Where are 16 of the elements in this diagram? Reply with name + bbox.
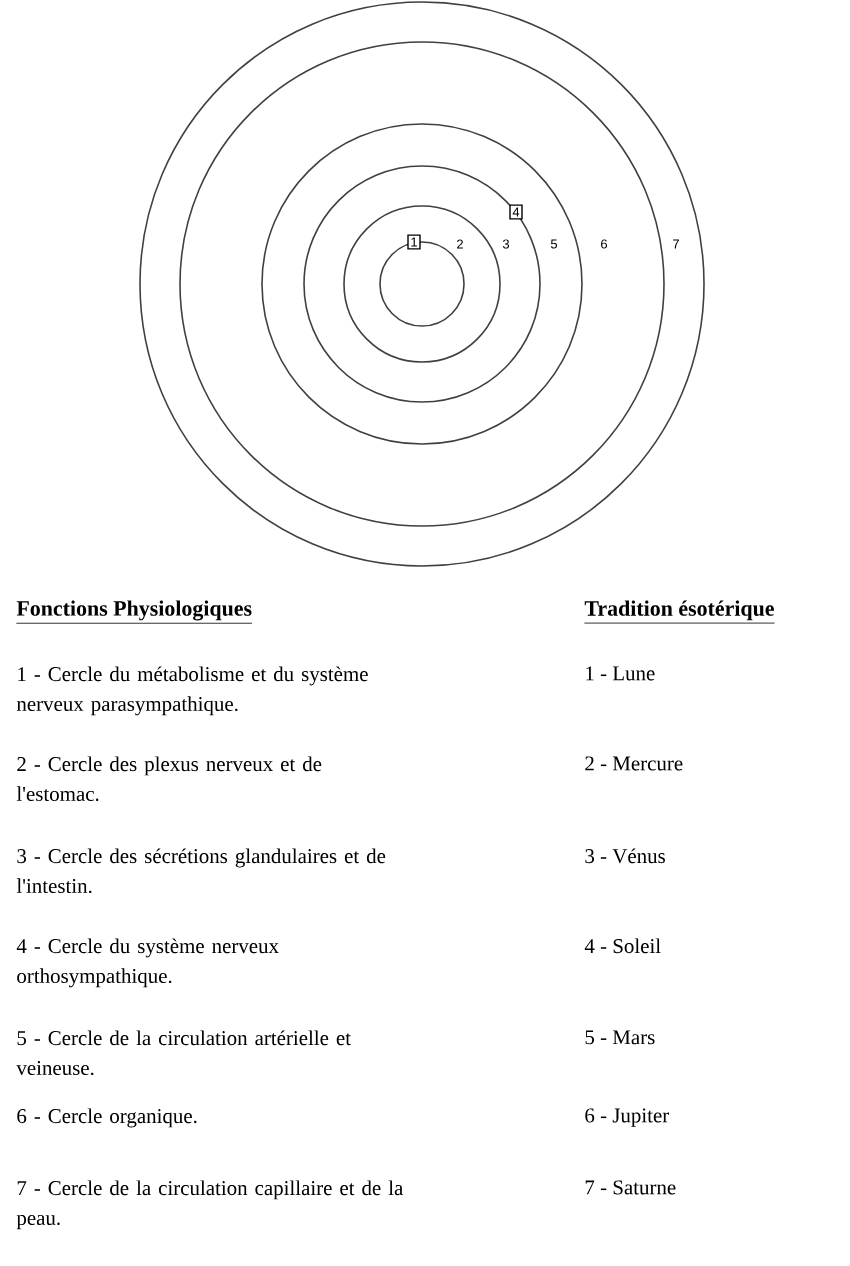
list-item: 4 - Soleil [584, 938, 661, 954]
list-item: 5 - Cercle de la circulation artérielle et veineuse. [16, 1030, 351, 1076]
list-item: 7 - Saturne [585, 1180, 676, 1195]
list-item: 2 - Mercure [585, 756, 683, 771]
list-item: 2 - Cercle des plexus nerveux et de l'estomac. [16, 756, 322, 802]
list-item: 3 - Cercle des sécrétions glandulaires et de l'intestin. [16, 848, 386, 894]
list-item: 6 - Cercle organique. [17, 1108, 197, 1128]
list-item: 4 - Cercle du système nerveux orthosympathique. [16, 938, 279, 988]
column-heading: Fonctions Physiologiques [16, 600, 253, 624]
list-item: 6 - Jupiter [585, 1108, 670, 1127]
list-item: 5 - Mars [585, 1030, 655, 1045]
list-item: 1 - Cercle du métabolisme et du système nerveux parasympathique. [16, 666, 368, 716]
list-item: 3 - Vénus [585, 848, 665, 864]
list-item: 7 - Cercle de la circulation capillaire et de la peau. [16, 1180, 404, 1230]
column-heading: Tradition ésotérique [584, 600, 775, 624]
list-item: 1 - Lune [586, 666, 655, 681]
